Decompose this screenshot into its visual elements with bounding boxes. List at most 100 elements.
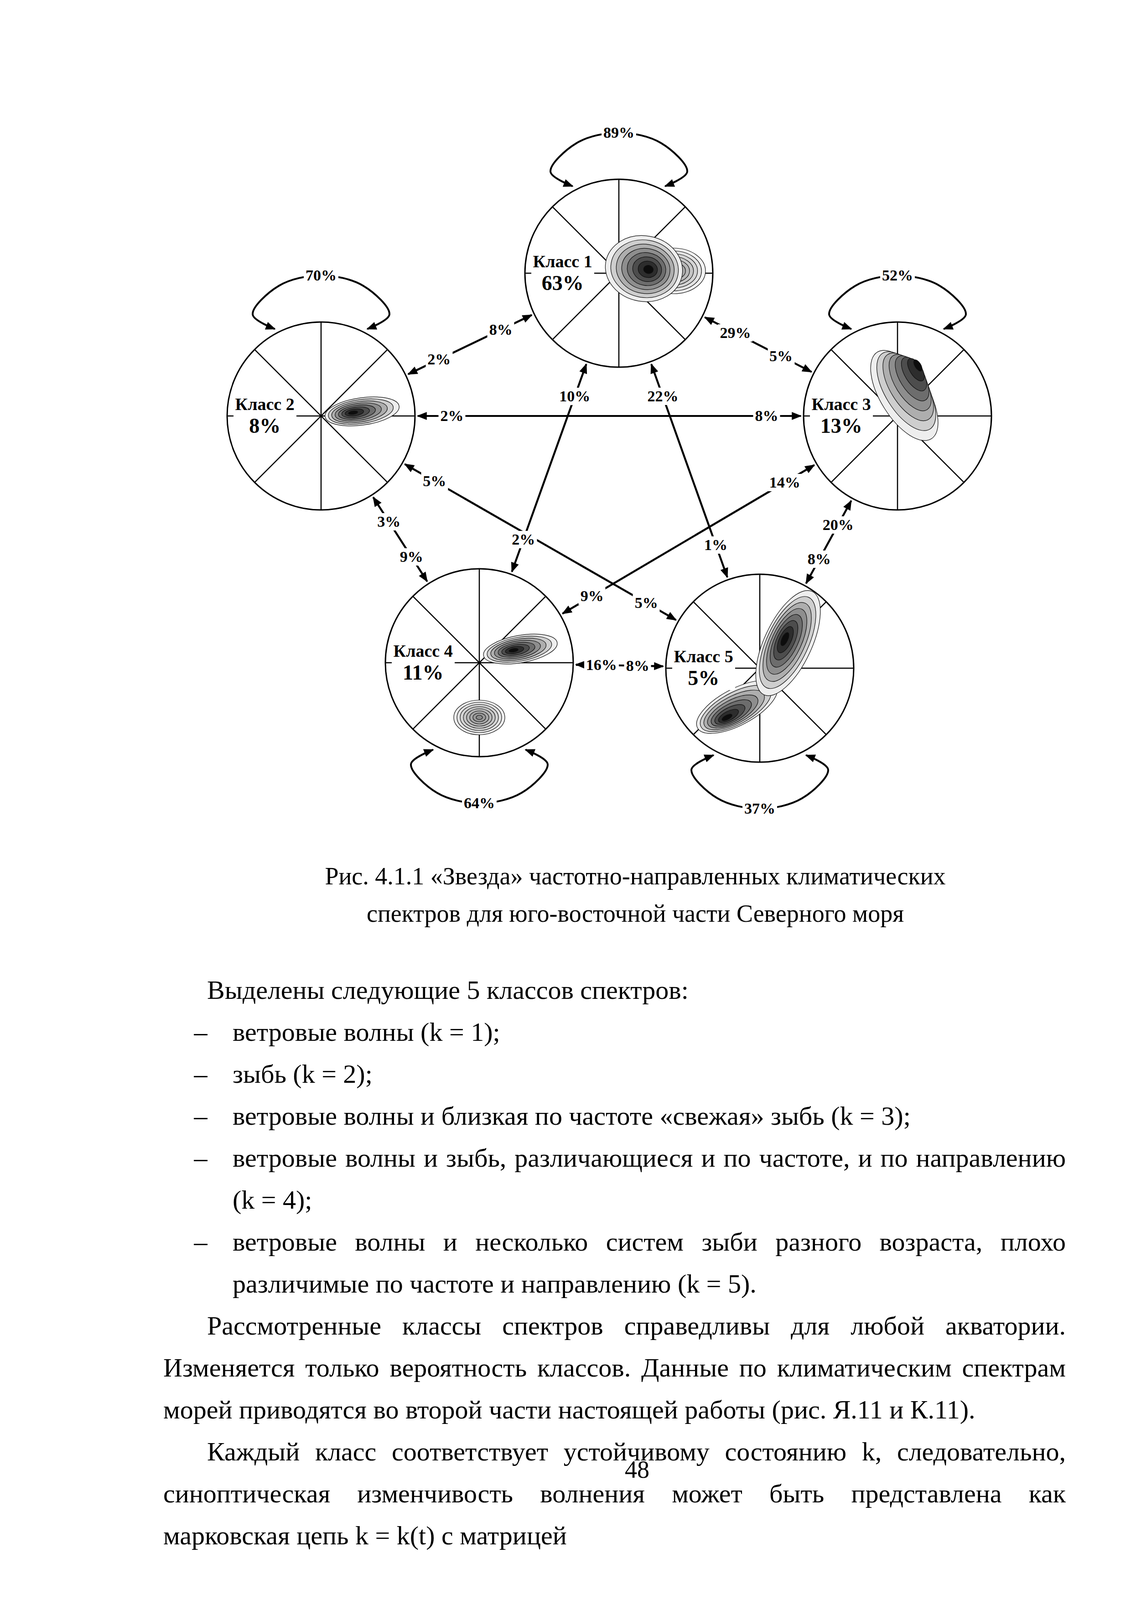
transition-arrow (705, 317, 812, 373)
contour (707, 694, 756, 732)
list-text: ветровые волны и зыбь, различающиеся и п… (232, 1142, 1066, 1215)
paragraph-text: Каждый класс соответствует устойчивому с… (163, 1436, 1066, 1551)
contour (456, 702, 502, 733)
class-circle: Класс 163% (523, 178, 714, 369)
transition-arrow (806, 500, 852, 584)
transition-probability: 1% (702, 536, 730, 554)
class-label: Класс 28% (233, 394, 297, 438)
class-probability: 8% (233, 414, 297, 438)
class-circle: Класс 411% (384, 567, 575, 758)
page-number-text: 48 (624, 1455, 650, 1484)
transition-probability: 8% (753, 407, 781, 425)
transition-probability: 5% (767, 347, 795, 365)
class-name: Класс 3 (809, 394, 873, 415)
transition-probability: 5% (632, 594, 660, 612)
contour (742, 581, 834, 706)
list-item: ветровые волны и несколько систем зыби р… (163, 1220, 1066, 1305)
class-label: Класс 411% (391, 640, 455, 685)
transition-arrow (562, 465, 815, 614)
caption-text: Рис. 4.1.1 «Звезда» частотно-направленны… (293, 857, 978, 933)
contour (500, 642, 530, 658)
contour (636, 259, 659, 280)
class-circle: Класс 28% (226, 321, 416, 511)
contour (469, 710, 489, 725)
transition-probability: 2% (425, 350, 453, 369)
transition-arrow (373, 497, 427, 582)
contour (779, 631, 791, 647)
contour (888, 350, 936, 407)
contour (463, 706, 496, 729)
contour (758, 602, 816, 680)
paragraph: Выделены следующие 5 классов спектров: (163, 969, 1066, 1012)
contour (333, 399, 383, 424)
transition-arrow (408, 315, 532, 375)
transition-arrow (373, 497, 427, 582)
spectrum-contours (742, 581, 834, 706)
list-dash (193, 1075, 208, 1078)
contour (341, 405, 371, 420)
disc-outline (803, 321, 992, 510)
contour (508, 647, 519, 653)
contour (344, 407, 365, 418)
contour (323, 392, 402, 431)
transition-probability: 2% (509, 530, 537, 549)
list-item: ветровые волны и зыбь, различающиеся и п… (163, 1136, 1066, 1221)
disc-outline (665, 574, 854, 763)
transition-arrow (705, 317, 812, 373)
contour (773, 624, 797, 656)
transition-probability: 9% (578, 587, 606, 605)
transition-probability: 10% (557, 387, 592, 405)
contour (763, 609, 810, 672)
transition-probability: 89% (601, 124, 637, 142)
class-label: Класс 55% (672, 646, 736, 691)
edge-label-layer: 89%70%52%64%37%2%8%5%29%2%10%1%22%8%2%9%… (0, 0, 1131, 867)
contour (880, 347, 940, 418)
class-probability: 5% (672, 666, 736, 691)
transition-probability: 8% (624, 657, 652, 675)
contour (326, 394, 395, 428)
class-name: Класс 1 (531, 251, 595, 272)
contour (460, 704, 499, 731)
transition-probability: 29% (717, 324, 753, 342)
class-probability: 13% (809, 414, 873, 438)
class-name: Класс 5 (672, 646, 736, 667)
contour (612, 239, 679, 298)
transition-arrow (806, 500, 852, 584)
transition-probability: 16% (584, 656, 619, 674)
contour (624, 249, 669, 289)
contour (600, 229, 688, 308)
contour (896, 352, 932, 395)
contour (485, 631, 554, 667)
list-dash (193, 1033, 208, 1036)
class-name: Класс 4 (391, 640, 455, 661)
contour (481, 628, 560, 670)
contour (904, 355, 929, 384)
contour (330, 397, 389, 426)
contour (643, 264, 654, 275)
page-number: 48 (614, 1454, 660, 1484)
class-label: Класс 313% (809, 394, 873, 438)
list-text: ветровые волны и несколько систем зыби р… (232, 1226, 1066, 1299)
transition-probability: 70% (303, 266, 339, 285)
list-item: зыбь (k = 2); (163, 1053, 1066, 1095)
transition-probability: 22% (645, 387, 680, 405)
contour (716, 706, 741, 726)
body-text: Выделены следующие 5 классов спектров:ве… (163, 969, 1066, 1557)
paragraph: Рассмотренные классы спектров справедлив… (163, 1304, 1066, 1431)
transition-probability: 3% (375, 513, 403, 531)
transition-probability: 64% (461, 794, 497, 812)
class-name: Класс 2 (233, 394, 297, 415)
paragraph: Каждый класс соответствует устойчивому с… (163, 1430, 1066, 1557)
list-item: ветровые волны (k = 1); (163, 1011, 1066, 1054)
figure-caption: Рис. 4.1.1 «Звезда» частотно-направленны… (293, 857, 978, 933)
contour (492, 637, 542, 663)
disc-outline (385, 568, 574, 757)
contour (702, 688, 763, 735)
contour (476, 715, 483, 720)
class-probability: 63% (531, 271, 595, 296)
transition-probability: 9% (398, 548, 426, 566)
transition-probability: 8% (805, 550, 833, 568)
contour (472, 713, 486, 722)
spectrum-contours (600, 229, 688, 308)
